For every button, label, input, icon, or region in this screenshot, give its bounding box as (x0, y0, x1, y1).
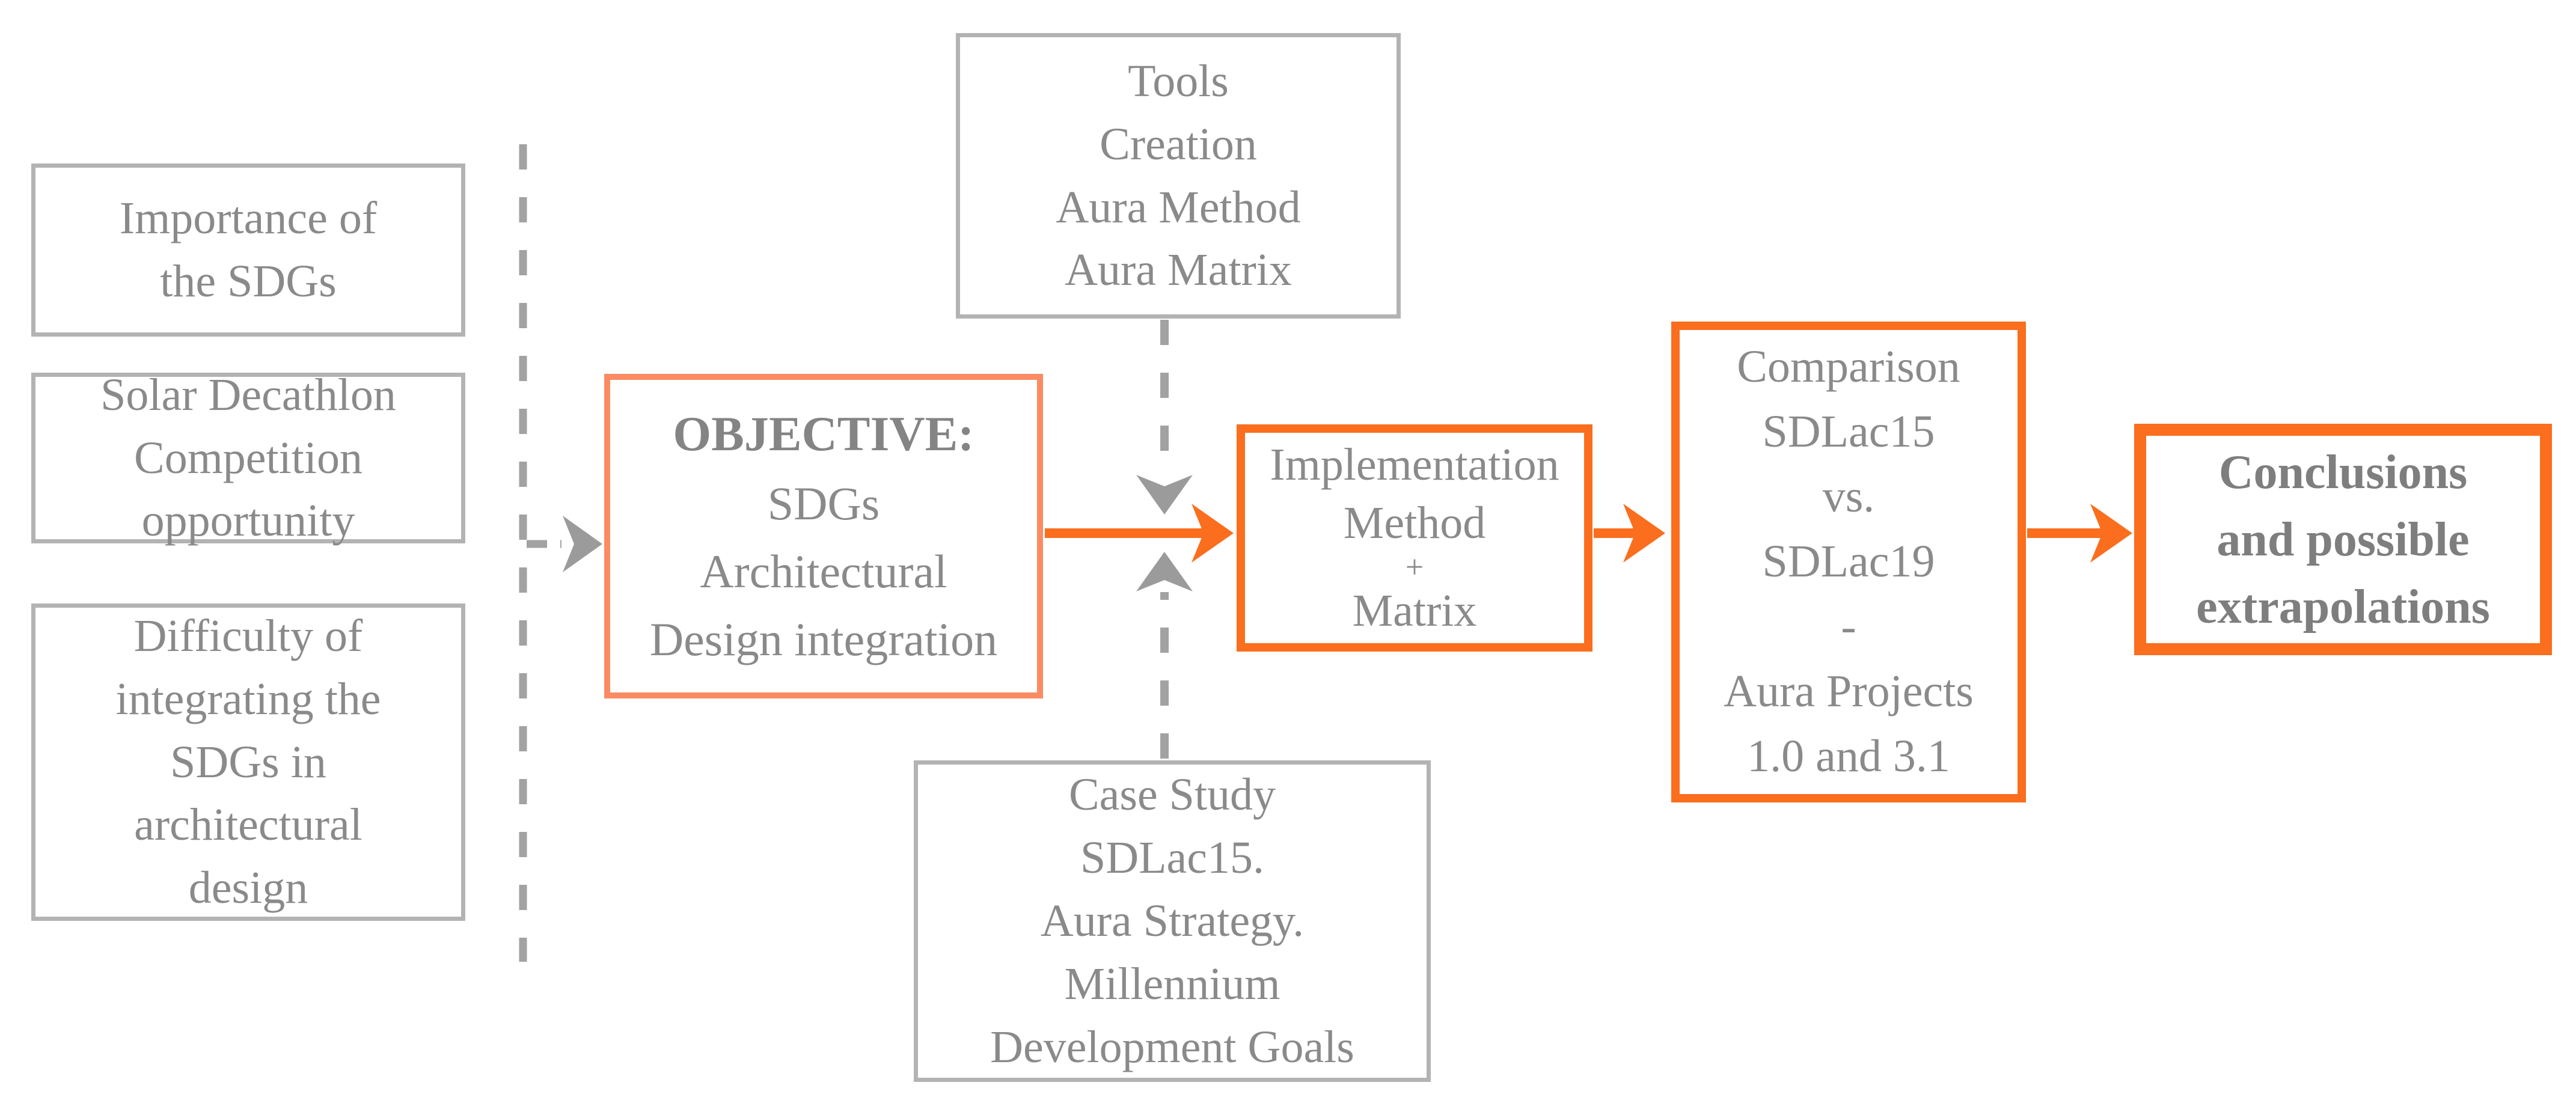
case-study-text: Case Study SDLac15. Aura Strategy. Mille… (990, 769, 1354, 1072)
comparison-text: Comparison SDLac15 vs. SDLac19 - Aura Pr… (1724, 341, 1974, 781)
implementation-to-comparison-arrowhead-icon (1623, 504, 1665, 563)
implementation-plus-sign: + (1405, 549, 1424, 585)
tools-creation-text: Tools Creation Aura Method Aura Matrix (1056, 55, 1301, 296)
objective-body: SDGs Architectural Design integration (649, 477, 998, 665)
comparison-to-conclusions-arrowhead-icon (2090, 504, 2132, 563)
context-box-difficulty-text: Difficulty of integrating the SDGs in ar… (115, 610, 381, 914)
conclusions-box: Conclusions and possible extrapolations (2134, 424, 2552, 655)
context-box-solar-text: Solar Decathlon Competition opportunity (100, 369, 396, 546)
implementation-text-bottom: Matrix (1352, 585, 1477, 636)
context-box-importance-text: Importance of the SDGs (119, 193, 378, 307)
tools-creation-box: Tools Creation Aura Method Aura Matrix (956, 33, 1401, 319)
case-study-box: Case Study SDLac15. Aura Strategy. Mille… (914, 760, 1431, 1082)
objective-box: OBJECTIVE: SDGs Architectural Design int… (604, 374, 1043, 698)
context-box-difficulty: Difficulty of integrating the SDGs in ar… (31, 603, 465, 921)
objective-to-implementation-arrowhead-icon (1192, 504, 1234, 563)
tools-arrowhead-down-icon (1136, 475, 1193, 515)
conclusions-text: Conclusions and possible extrapolations (2196, 445, 2490, 634)
context-box-importance-of-sdgs: Importance of the SDGs (31, 163, 465, 337)
objective-title: OBJECTIVE: (673, 406, 974, 462)
implementation-box: Implementation Method + Matrix (1237, 424, 1592, 652)
context-to-objective-arrowhead-icon (563, 516, 602, 572)
context-box-solar-decathlon: Solar Decathlon Competition opportunity (31, 370, 465, 546)
case-study-arrowhead-up-icon (1136, 552, 1193, 591)
implementation-text-top: Implementation Method (1270, 439, 1559, 549)
comparison-box: Comparison SDLac15 vs. SDLac19 - Aura Pr… (1671, 322, 2026, 802)
